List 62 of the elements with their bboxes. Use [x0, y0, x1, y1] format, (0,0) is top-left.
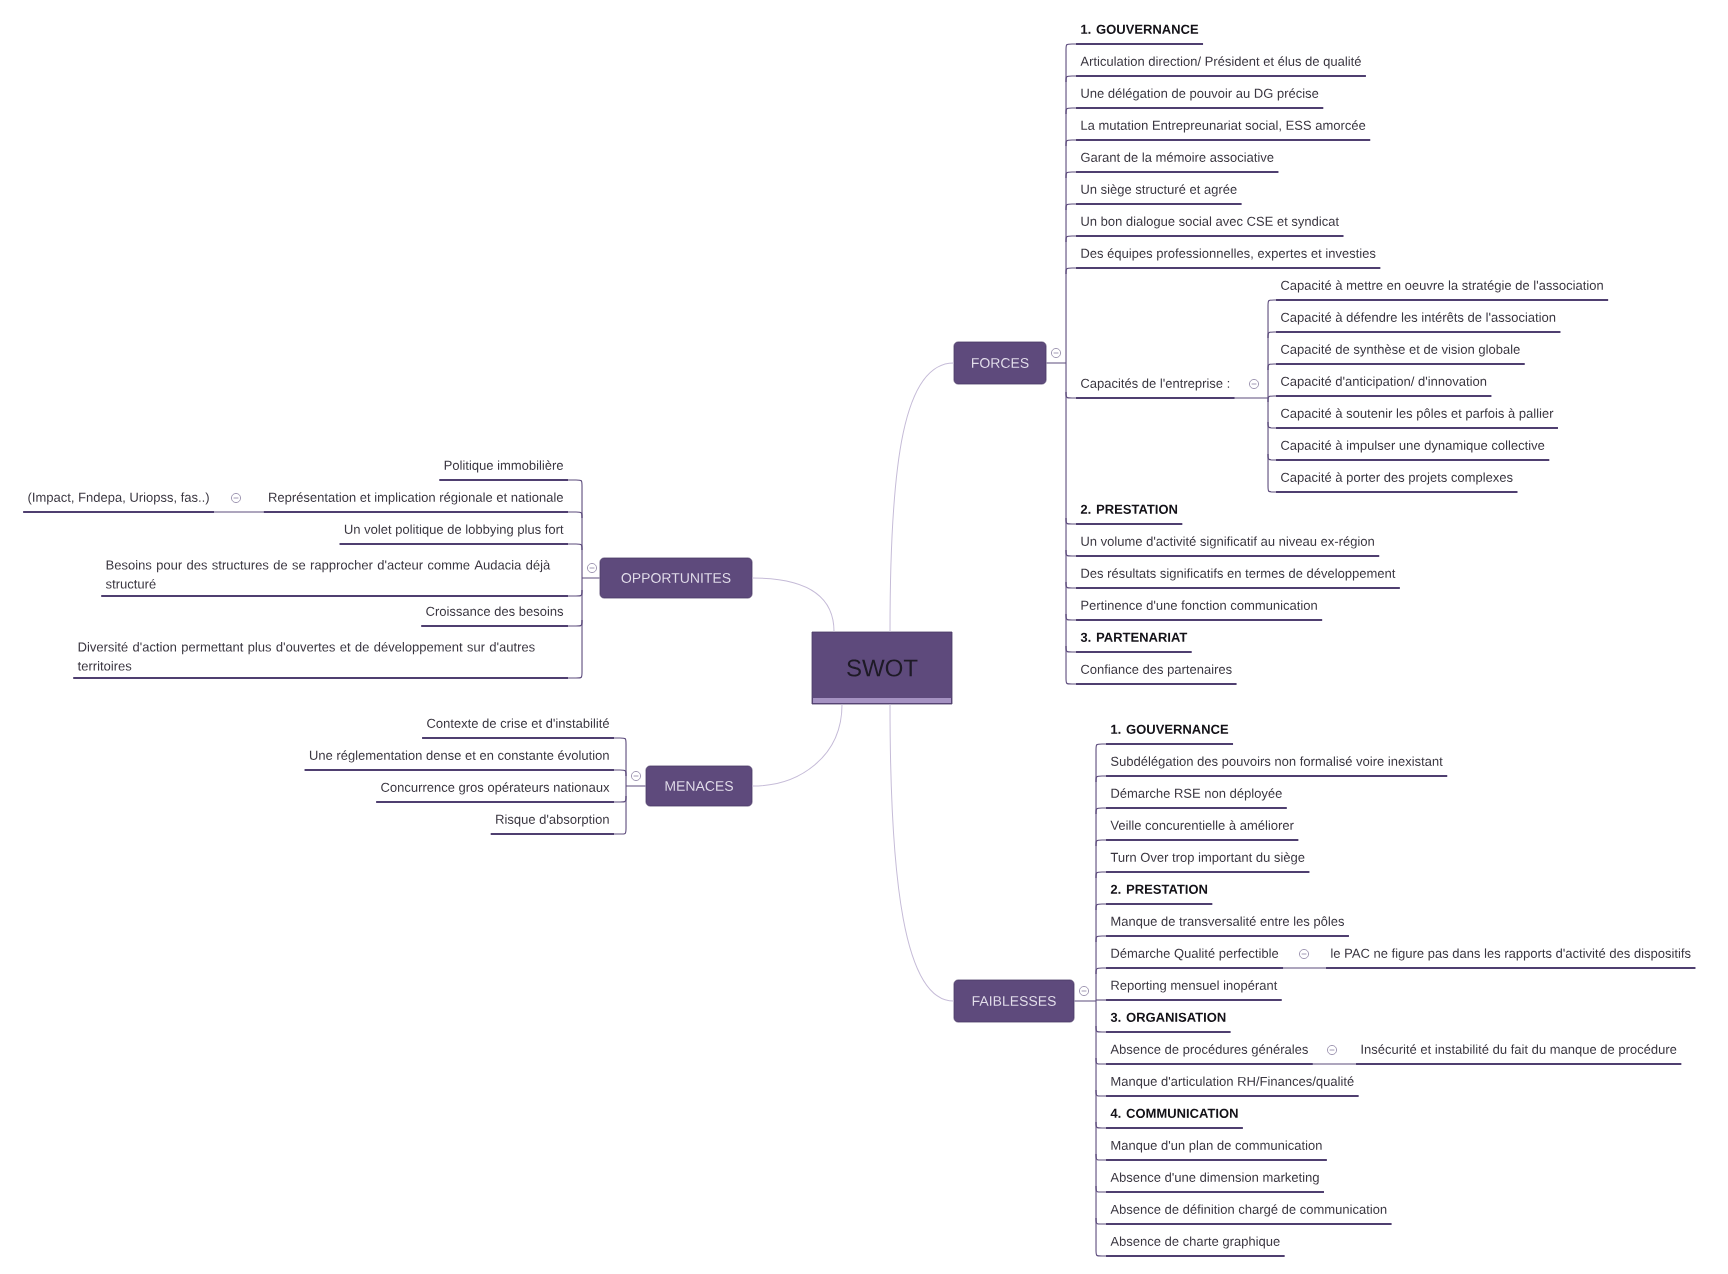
connector-trunk [1045, 49, 1067, 679]
connector [1095, 1089, 1107, 1097]
connector [1095, 807, 1107, 815]
connector [1065, 235, 1077, 243]
connector [1282, 967, 1327, 969]
connector [1312, 1063, 1357, 1065]
connector [1095, 1153, 1107, 1161]
connector [1095, 743, 1107, 751]
connector [1065, 645, 1077, 653]
connector [1095, 903, 1107, 911]
connector [567, 619, 583, 627]
connector [1065, 549, 1077, 557]
connector [889, 362, 955, 633]
connector-trunk [625, 743, 647, 829]
connector [613, 827, 627, 835]
connector [1065, 677, 1077, 685]
connector [1065, 171, 1077, 179]
connector [1065, 139, 1077, 147]
root-box: SWOT [811, 631, 953, 705]
connector [889, 703, 955, 1002]
connector [613, 769, 627, 777]
connector [567, 589, 583, 597]
connector [1095, 967, 1107, 975]
connector [567, 671, 583, 679]
connector [751, 577, 835, 633]
connector [1065, 267, 1077, 275]
connector [1267, 395, 1277, 403]
connector [567, 543, 583, 551]
connector [751, 703, 843, 787]
connector [1065, 581, 1077, 589]
connector [1065, 107, 1077, 115]
connector [1095, 1249, 1107, 1257]
connector-trunk [1234, 305, 1269, 487]
connector [1267, 331, 1277, 339]
connector [1095, 839, 1107, 847]
connector [1095, 871, 1107, 879]
connector [1065, 613, 1077, 621]
connector [613, 795, 627, 803]
connector [1065, 203, 1077, 211]
connector-trunk [581, 485, 601, 673]
connector [1095, 1217, 1107, 1225]
connector [1095, 999, 1107, 1001]
connector [567, 511, 583, 519]
connector-trunk [1073, 749, 1097, 1251]
connector [1095, 1185, 1107, 1193]
connector [1065, 75, 1077, 83]
connector [1267, 421, 1277, 429]
connector [1267, 453, 1277, 461]
connector [1065, 517, 1077, 525]
connector [613, 737, 627, 745]
connector [1065, 43, 1077, 51]
connector [1267, 485, 1277, 493]
connector [1267, 363, 1277, 371]
connector [567, 479, 583, 487]
connector [1095, 775, 1107, 783]
connector [1267, 299, 1277, 307]
connector [1095, 1057, 1107, 1065]
connector [1095, 1121, 1107, 1129]
connector [213, 511, 265, 513]
connector [1095, 935, 1107, 943]
connector [1095, 1025, 1107, 1033]
connector [1065, 391, 1077, 399]
